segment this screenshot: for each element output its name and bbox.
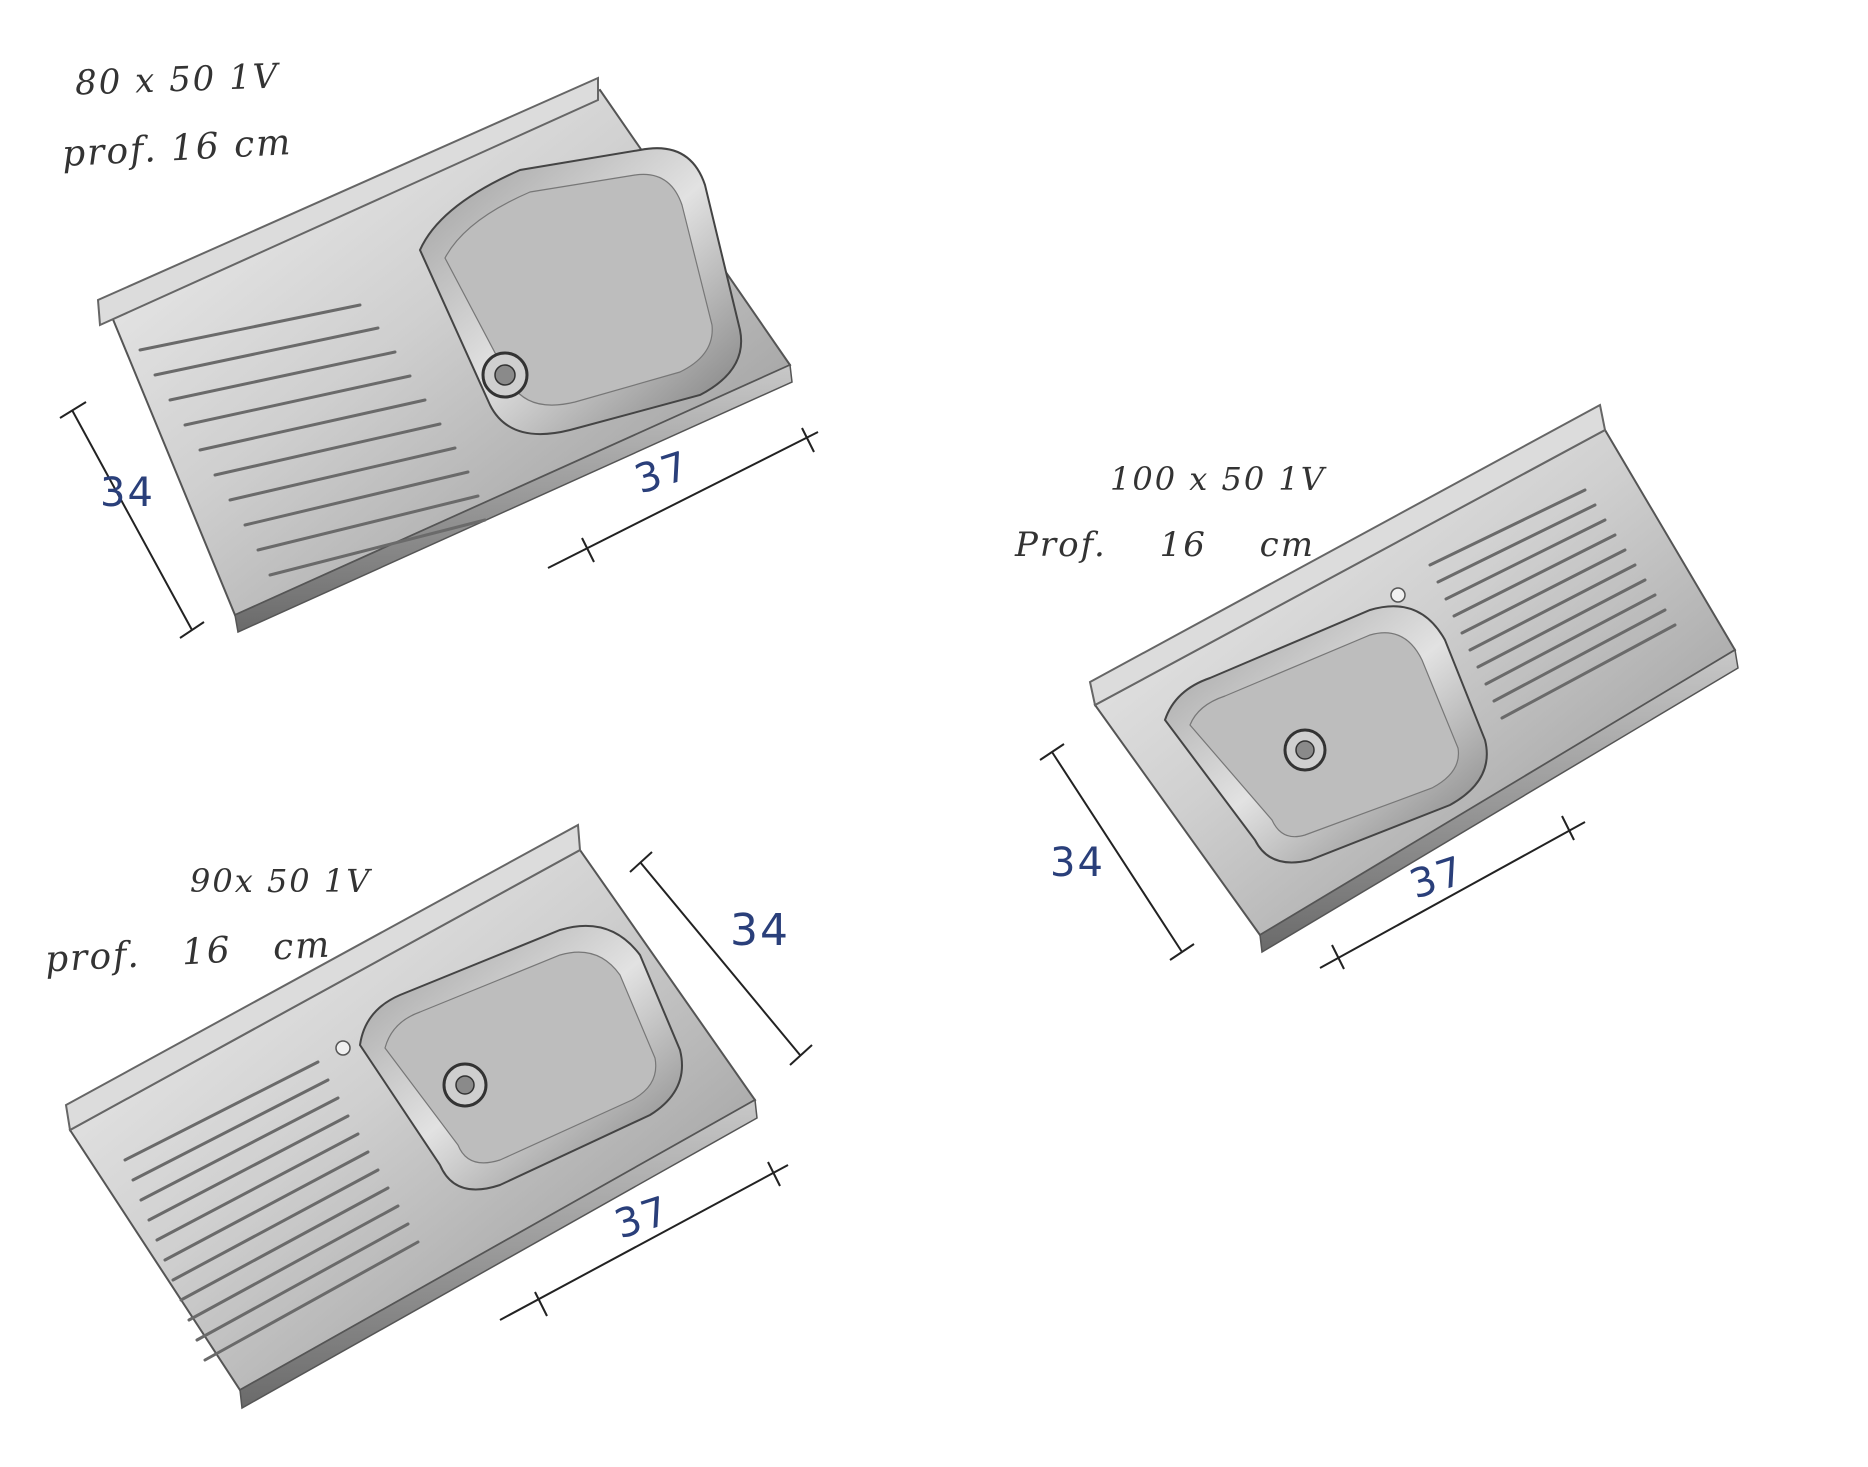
sink-80-backsplash bbox=[96, 76, 599, 327]
sink-100-bowl-inner bbox=[1189, 632, 1460, 838]
sink-90-front-edge bbox=[239, 1098, 758, 1410]
sink-100-dim-length bbox=[1319, 815, 1586, 970]
sink-100-model-label: 100 x 50 1V bbox=[1110, 460, 1326, 498]
sink-80-front-edge bbox=[234, 363, 793, 634]
sink-90-backsplash bbox=[64, 823, 582, 1132]
sink-80-width-dim: 34 bbox=[100, 470, 155, 516]
sink-100-dim-width bbox=[1039, 743, 1195, 961]
sink-80-bowl-inner bbox=[444, 173, 713, 406]
sink-90-tap-hole-icon bbox=[335, 1040, 351, 1056]
sink-100-front-edge bbox=[1259, 648, 1739, 954]
sink-100-drainboard bbox=[1428, 488, 1677, 720]
sink-100-backsplash bbox=[1088, 403, 1607, 707]
sink-90-model-label: 90x 50 1V bbox=[190, 862, 372, 900]
sink-90-dim-length bbox=[499, 1161, 789, 1321]
sink-100-tap-hole-icon bbox=[1390, 587, 1406, 603]
sink-100-depth-label: Prof. 16 cm bbox=[1015, 525, 1315, 565]
sink-90-bowl-inner bbox=[384, 951, 657, 1164]
sink-90-dim-width bbox=[629, 851, 813, 1066]
sink-80-dim-length bbox=[547, 427, 819, 569]
sink-90-width-dim: 34 bbox=[730, 905, 790, 956]
sink-80-model-label: 80 x 50 1V bbox=[74, 56, 280, 104]
sink-90-drainboard bbox=[123, 1060, 420, 1362]
sink-80-drainboard bbox=[138, 303, 487, 577]
sink-100-width-dim: 34 bbox=[1050, 840, 1105, 886]
sink-80-dim-width bbox=[59, 401, 205, 639]
